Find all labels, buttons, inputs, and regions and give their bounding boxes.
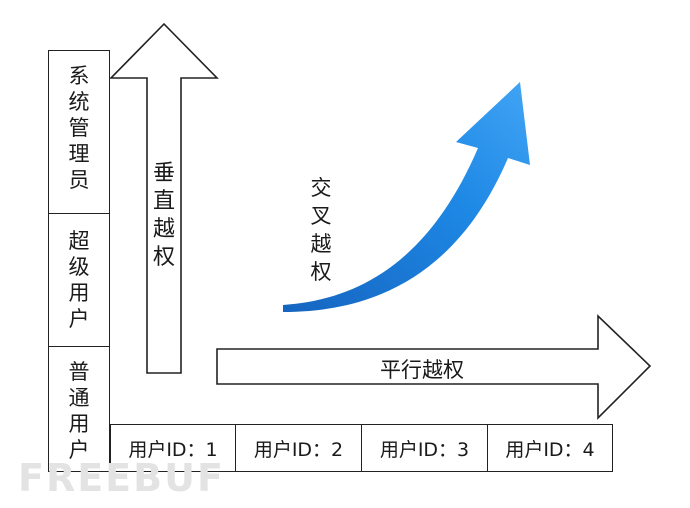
- vertical-arrow-label: 垂直越权: [152, 161, 175, 270]
- role-label-superuser: 超级用户: [68, 229, 90, 331]
- role-label-normal-user: 普通用户: [68, 360, 90, 462]
- role-box-normal-user: 普通用户: [48, 346, 110, 472]
- user-id-cell-3: 用户ID：3: [361, 424, 488, 472]
- user-id-cell-4: 用户ID：4: [487, 424, 613, 472]
- cross-escalation-label: 交叉越权: [310, 176, 332, 284]
- role-label-admin: 系统管理员: [68, 64, 90, 192]
- user-id-cell-1: 用户ID：1: [110, 424, 236, 472]
- vertical-escalation-arrow: [109, 22, 219, 374]
- horizontal-arrow-label: 平行越权: [380, 358, 464, 382]
- role-box-admin: 系统管理员: [48, 50, 110, 215]
- cross-escalation-curve-arrow: [283, 82, 530, 312]
- role-box-superuser: 超级用户: [48, 213, 110, 348]
- horizontal-escalation-arrow: [216, 314, 652, 420]
- user-id-cell-2: 用户ID：2: [235, 424, 362, 472]
- watermark-logo: FREEBUF: [18, 456, 225, 500]
